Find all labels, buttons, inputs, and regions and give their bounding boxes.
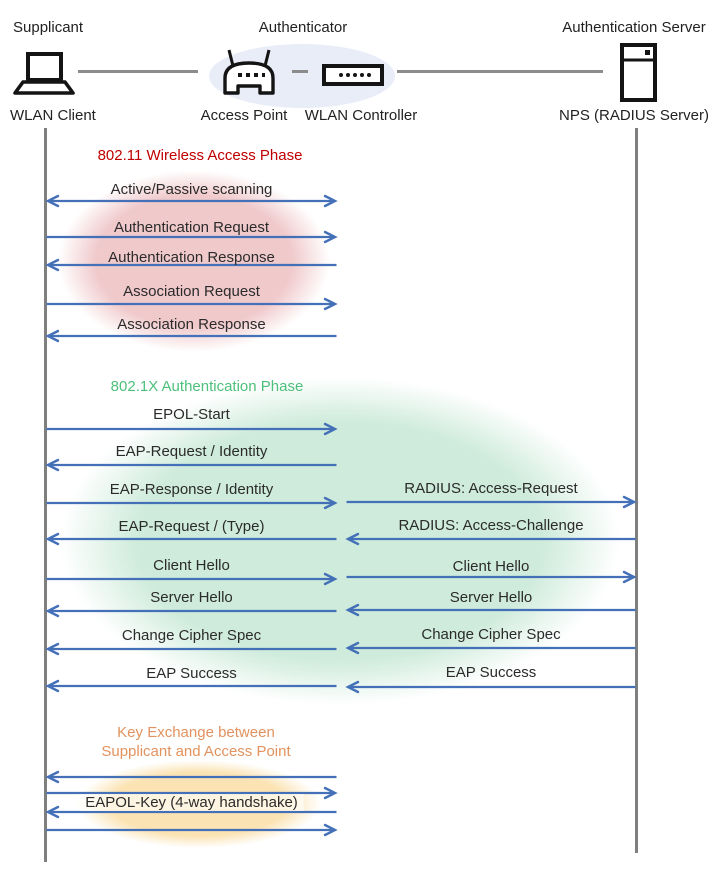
connector-line-left	[78, 70, 198, 73]
message-label: Server Hello	[150, 589, 233, 606]
message-arrow	[346, 570, 637, 584]
message-label: Client Hello	[153, 557, 230, 574]
phase-title-3: Key Exchange between Supplicant and Acce…	[101, 724, 291, 760]
lifeline-authenticator-right	[344, 127, 347, 858]
message-arrow	[45, 805, 337, 819]
message-arrow	[46, 230, 338, 244]
message-arrow	[345, 641, 636, 655]
access-point-icon	[223, 49, 275, 95]
device-label-access-point: Access Point	[200, 107, 288, 124]
message-arrow	[46, 572, 338, 586]
message-arrow	[46, 823, 338, 837]
message-arrow	[46, 297, 338, 311]
message-arrow	[46, 786, 338, 800]
message-arrow	[345, 532, 636, 546]
message-label: Authentication Response	[108, 249, 275, 266]
lifeline-wlan-client	[44, 128, 47, 862]
message-arrow	[45, 679, 337, 693]
message-label: EAP Success	[445, 664, 537, 681]
message-arrow	[345, 603, 636, 617]
role-authentication-server: Authentication Server	[562, 19, 706, 36]
role-supplicant: Supplicant	[13, 19, 84, 36]
message-label: EAP-Response / Identity	[109, 481, 274, 498]
message-label: Active/Passive scanning	[110, 181, 273, 198]
message-arrow	[45, 258, 337, 272]
message-arrow	[45, 642, 337, 656]
device-label-wlan-client: WLAN Client	[10, 107, 96, 124]
connector-dash-middle	[292, 70, 308, 73]
message-label: Client Hello	[452, 558, 530, 575]
message-label: Association Request	[123, 283, 260, 300]
role-authenticator: Authenticator	[258, 19, 348, 36]
message-arrow	[45, 194, 338, 208]
wlan-controller-icon	[322, 64, 384, 86]
message-label: Association Response	[117, 316, 266, 333]
message-arrow	[45, 532, 337, 546]
message-label: EAPOL-Key (4-way handshake)	[79, 794, 304, 811]
message-label: EAP Success	[146, 665, 237, 682]
lifeline-radius-server	[635, 128, 638, 853]
message-label: Server Hello	[449, 589, 533, 606]
message-label: EPOL-Start	[153, 406, 230, 423]
phase-title-1: 802.11 Wireless Access Phase	[97, 147, 303, 164]
message-arrow	[45, 458, 337, 472]
device-label-nps-radius-server: NPS (RADIUS Server)	[558, 107, 710, 124]
message-label: RADIUS: Access-Request	[404, 480, 578, 497]
laptop-icon	[13, 52, 75, 95]
phase-title-2: 802.1X Authentication Phase	[110, 378, 304, 395]
message-label: RADIUS: Access-Challenge	[398, 517, 584, 534]
message-label: EAP-Request / (Type)	[118, 518, 265, 535]
message-arrow	[46, 422, 338, 436]
message-arrow	[45, 604, 337, 618]
message-label: Authentication Request	[113, 219, 270, 236]
phase-ellipse-2	[60, 377, 620, 705]
server-icon	[620, 43, 657, 102]
message-arrow	[45, 329, 337, 343]
message-arrow	[45, 770, 337, 784]
message-label: Change Cipher Spec	[121, 627, 262, 644]
message-label: EAP-Request / Identity	[115, 443, 268, 460]
message-label: Change Cipher Spec	[421, 626, 561, 643]
message-arrow	[46, 496, 338, 510]
message-arrow	[346, 495, 637, 509]
connector-line-right	[397, 70, 603, 73]
message-arrow	[345, 680, 636, 694]
device-label-wlan-controller: WLAN Controller	[304, 107, 418, 124]
